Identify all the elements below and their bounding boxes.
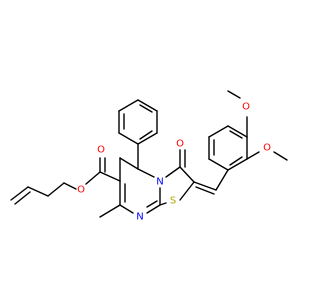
- bond-ph-1: [118, 132, 139, 145]
- bond-c7-n8: [119, 204, 134, 214]
- bond-allyl-terminal-double: [10, 186, 29, 201]
- bond-ch-aryl: [215, 169, 229, 191]
- atom-label-s-ring: S: [170, 196, 176, 207]
- atom-label-o-ring-carbonyl: O: [176, 139, 184, 150]
- atom-label-o-ester-carbonyl: O: [97, 145, 105, 156]
- bond-ph-inner-3: [139, 130, 153, 140]
- bond-allyl-ch2: [47, 182, 65, 197]
- bond-n4-c5: [137, 168, 155, 178]
- bond-ch2-o-ester: [63, 182, 77, 190]
- bond-n4-c3: [165, 166, 181, 178]
- bond-allyl-terminal-double-inner: [14, 191, 31, 205]
- bond-c2-s1: [179, 181, 195, 201]
- bond-allyl-ch: [27, 186, 49, 197]
- bond-ph-inner-2: [139, 104, 153, 113]
- bond-ar-3: [208, 125, 229, 138]
- bond-n8-c9-double: [146, 204, 161, 214]
- bond-ar-inner-3: [229, 156, 243, 166]
- bond-c3-c2: [179, 166, 195, 183]
- bond-n8-c9-double-inner: [146, 200, 158, 208]
- bond-ph-3: [118, 99, 139, 112]
- atom-label-o-ester-single: O: [77, 185, 85, 196]
- canvas-background: [0, 0, 300, 300]
- bond-ar-6: [227, 158, 248, 171]
- bond-ph-4: [137, 99, 158, 112]
- bond-o-top-methyl: [227, 90, 241, 99]
- bond-ar-inner-2: [229, 130, 243, 139]
- bond-ar-1: [208, 158, 229, 171]
- bond-ester-c-ring: [99, 171, 121, 182]
- bond-ar-o-side: [246, 151, 260, 160]
- bond-c7-methyl: [99, 204, 121, 218]
- bonds: [10, 90, 288, 218]
- atom-label-n-bridge: N: [156, 177, 163, 188]
- atom-label-o-methoxy-side: O: [263, 143, 271, 154]
- bond-ar-4: [227, 125, 248, 138]
- bond-c2-ch-double-inner: [195, 186, 215, 195]
- bond-c2-ch-double: [193, 181, 217, 191]
- bond-o-side-methyl: [273, 151, 288, 161]
- atom-labels: O O O O O N N S: [77, 102, 271, 223]
- molecule-structure: O O O O O N N S: [0, 0, 300, 300]
- bond-o-ester-carbonyl-c: [85, 171, 101, 185]
- atom-label-n-ring: N: [136, 212, 143, 223]
- atom-label-o-methoxy-top: O: [242, 102, 250, 113]
- bond-ph-6: [137, 132, 158, 145]
- bond-s1-c9: [159, 202, 167, 206]
- bond-c5-c5-link: [119, 157, 139, 170]
